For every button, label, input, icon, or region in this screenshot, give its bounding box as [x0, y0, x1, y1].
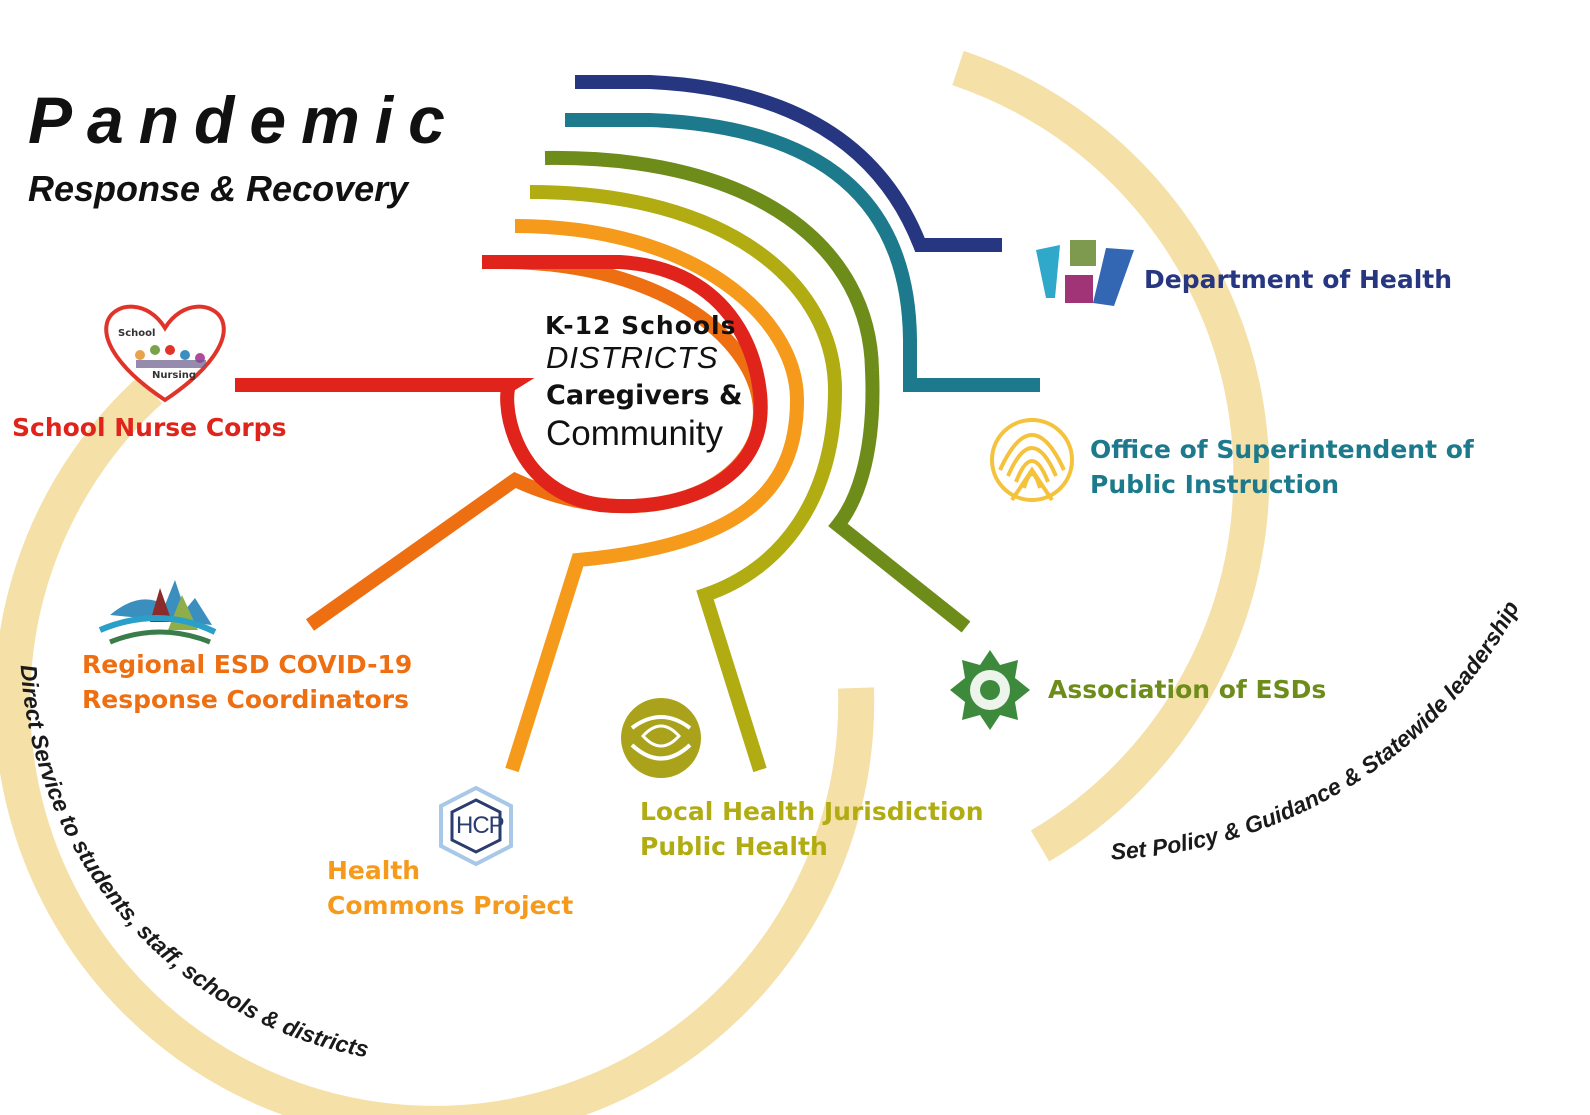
- local-health-label-line2: Public Health: [640, 832, 828, 861]
- red-arc: [235, 255, 768, 514]
- center-districts-label: DISTRICTS: [546, 340, 719, 375]
- hcp-logo-text: HCP: [456, 812, 505, 839]
- local-health-label-line1: Local Health Jurisdiction: [640, 797, 984, 826]
- orange-arc: [505, 219, 805, 773]
- page-title: Pandemic: [28, 83, 460, 157]
- right-loop-arc: [952, 50, 1270, 862]
- left-loop-text: Direct Service to students, staff, schoo…: [16, 664, 371, 1062]
- department-of-health-logo: [1036, 240, 1134, 306]
- local-health-logo: [621, 698, 701, 778]
- school-nurse-corps-label: School Nurse Corps: [12, 413, 287, 442]
- navy-arc: [575, 75, 1002, 252]
- left-loop-arc: [0, 376, 875, 1115]
- ospi-logo: [990, 418, 1074, 502]
- hcp-label-line2: Commons Project: [327, 891, 574, 920]
- school-nursing-logo: [104, 304, 226, 403]
- school-nursing-logo-text-top: School: [118, 328, 156, 339]
- association-of-esds-label: Association of ESDs: [1048, 675, 1327, 704]
- hcp-label-line1: Health: [327, 856, 421, 885]
- center-community-label: Community: [546, 414, 723, 453]
- green-arc: [544, 150, 971, 633]
- regional-esd-label-line2: Response Coordinators: [82, 685, 409, 714]
- page-subtitle: Response & Recovery: [28, 168, 409, 209]
- regional-esd-label-line1: Regional ESD COVID-19: [82, 650, 413, 679]
- center-caregivers-label: Caregivers &: [546, 380, 743, 411]
- ospi-label-line2: Public Instruction: [1090, 470, 1340, 499]
- hcp-logo: [439, 785, 513, 867]
- olive-arc: [529, 185, 843, 773]
- association-of-esds-logo: [950, 650, 1030, 730]
- regional-esd-logo: [98, 580, 217, 645]
- school-nursing-logo-text-bottom: Nursing: [152, 370, 197, 381]
- ospi-label-line1: Office of Superintendent of: [1090, 435, 1474, 464]
- department-of-health-label: Department of Health: [1144, 265, 1453, 294]
- center-k12-label: K-12 Schools: [545, 311, 737, 340]
- teal-arc: [565, 113, 1040, 392]
